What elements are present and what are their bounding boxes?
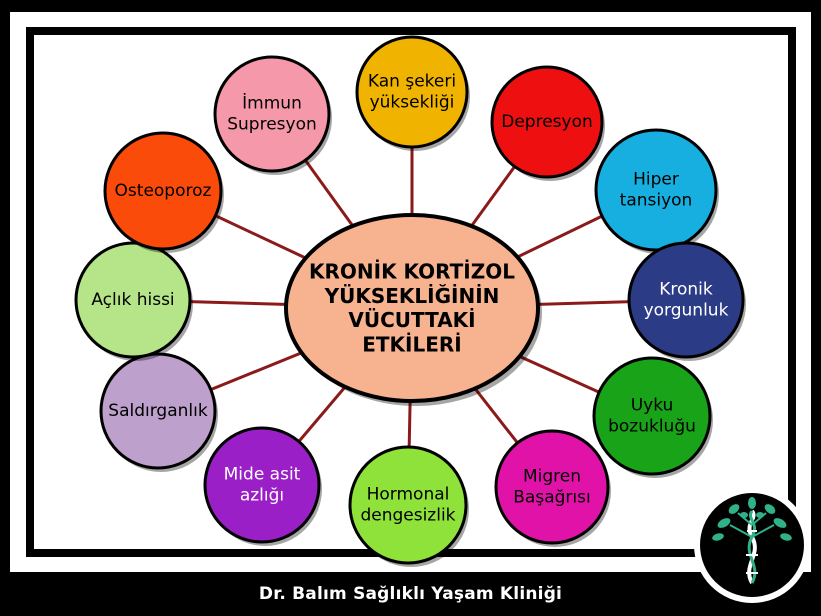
center-node: KRONİK KORTİZOLYÜKSEKLİĞİNİNVÜCUTTAKİETK…	[284, 213, 542, 406]
node-label: tansiyon	[620, 190, 693, 210]
node-label: Saldırganlık	[108, 401, 208, 421]
node-label: bozukluğu	[608, 416, 696, 436]
node-label: Supresyon	[227, 114, 317, 134]
node-label: Kronik	[659, 280, 713, 300]
effect-node: Osteoporoz	[103, 131, 224, 253]
center-title: KRONİK KORTİZOL	[309, 259, 515, 283]
node-label: yorgunluk	[644, 300, 729, 320]
node-label: İmmun	[242, 93, 302, 114]
node-label: Mide asit	[224, 465, 301, 485]
node-circle	[74, 241, 192, 359]
node-label: Osteoporoz	[115, 181, 212, 201]
node-circle	[627, 241, 745, 359]
center-ellipse	[284, 213, 540, 403]
node-label: Uyku	[631, 396, 674, 416]
clinic-name-footer: Dr. Balım Sağlıklı Yaşam Kliniği	[258, 584, 563, 604]
effect-node: Saldırganlık	[99, 352, 218, 472]
effect-node: Depresyon	[490, 65, 605, 181]
center-title: ETKİLERİ	[362, 333, 462, 357]
center-title: YÜKSEKLİĞİNİN	[324, 284, 500, 308]
effect-nodes: Kan şekeriyüksekliğiDepresyonHipertansiy…	[74, 35, 746, 567]
node-circle	[213, 55, 331, 173]
node-label: dengesizlik	[360, 505, 455, 525]
effect-node: Açlık hissi	[74, 241, 193, 361]
center-title: VÜCUTTAKİ	[348, 308, 475, 332]
node-circle	[103, 131, 223, 251]
node-circle	[348, 445, 468, 565]
node-circle	[592, 356, 712, 476]
node-label: Açlık hissi	[91, 290, 174, 310]
node-circle	[355, 35, 469, 149]
tree-dna-icon	[712, 497, 792, 584]
node-label: Migren	[523, 467, 581, 487]
node-label: Hormonal	[367, 485, 450, 505]
node-label: azlığı	[240, 485, 284, 505]
node-label: Kan şekeri	[368, 72, 456, 92]
node-circle	[99, 352, 217, 470]
node-circle	[490, 65, 604, 179]
node-label: Depresyon	[501, 112, 593, 132]
node-label: Hiper	[633, 170, 679, 190]
node-circle	[203, 426, 321, 544]
node-circle	[494, 429, 610, 545]
node-label: Başağrısı	[513, 487, 590, 507]
node-label: yüksekliği	[370, 92, 455, 112]
clinic-logo	[694, 487, 810, 603]
